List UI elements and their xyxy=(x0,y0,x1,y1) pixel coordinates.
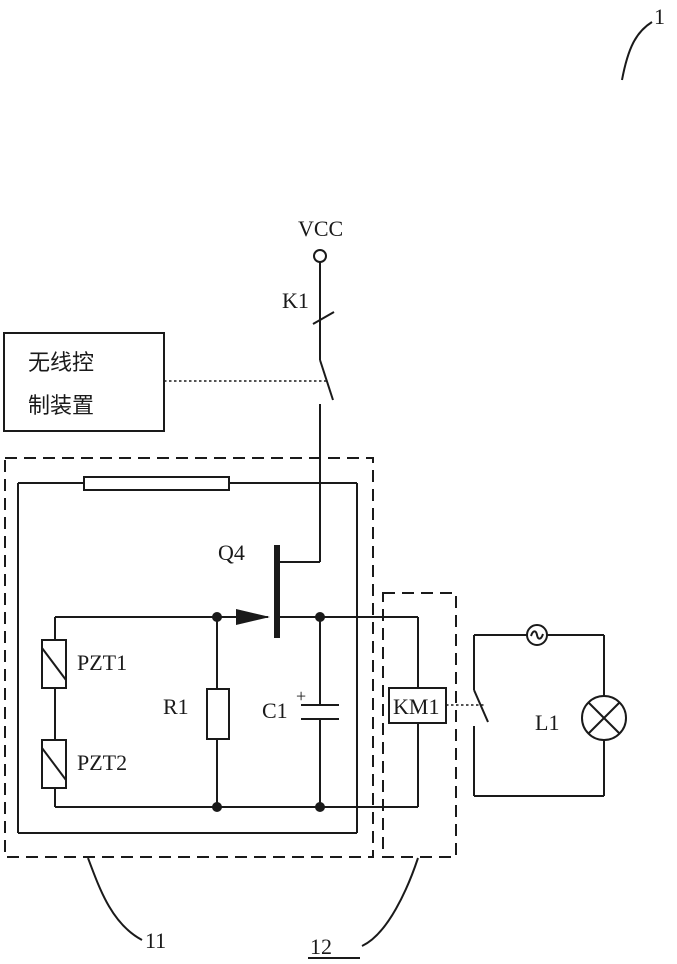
figure-ref-label: 1 xyxy=(654,4,665,29)
k1-blade xyxy=(320,360,333,400)
wireless-control-line1: 无线控 xyxy=(28,351,94,376)
vcc-terminal xyxy=(314,250,326,262)
module-11-enclosure xyxy=(5,458,373,857)
c1-polarity: + xyxy=(296,686,306,706)
pzt1-label: PZT1 xyxy=(77,650,127,675)
k1-label: K1 xyxy=(282,288,309,313)
ac-wave-icon xyxy=(531,631,543,638)
q4-label: Q4 xyxy=(218,540,245,565)
module-11-label: 11 xyxy=(145,928,166,953)
q4-arrow xyxy=(236,609,270,625)
k1-stop-mark xyxy=(313,312,334,324)
wireless-control-line2: 制装置 xyxy=(28,394,94,419)
load-switch-blade xyxy=(474,690,488,722)
module-12-enclosure xyxy=(383,593,456,857)
pzt1-slash xyxy=(42,648,66,680)
module-12-label: 12 xyxy=(310,934,332,959)
km1-label: KM1 xyxy=(393,694,439,719)
r1-label: R1 xyxy=(163,694,189,719)
l1-label: L1 xyxy=(535,710,559,735)
vcc-label: VCC xyxy=(298,216,343,241)
module-11-leader xyxy=(88,858,142,940)
figure-ref-leader xyxy=(622,22,652,80)
r1-element xyxy=(207,689,229,739)
pzt2-slash xyxy=(42,748,66,780)
c1-label: C1 xyxy=(262,698,288,723)
pzt2-label: PZT2 xyxy=(77,750,127,775)
module-12-leader xyxy=(362,858,418,946)
frame-top-element xyxy=(84,477,229,490)
